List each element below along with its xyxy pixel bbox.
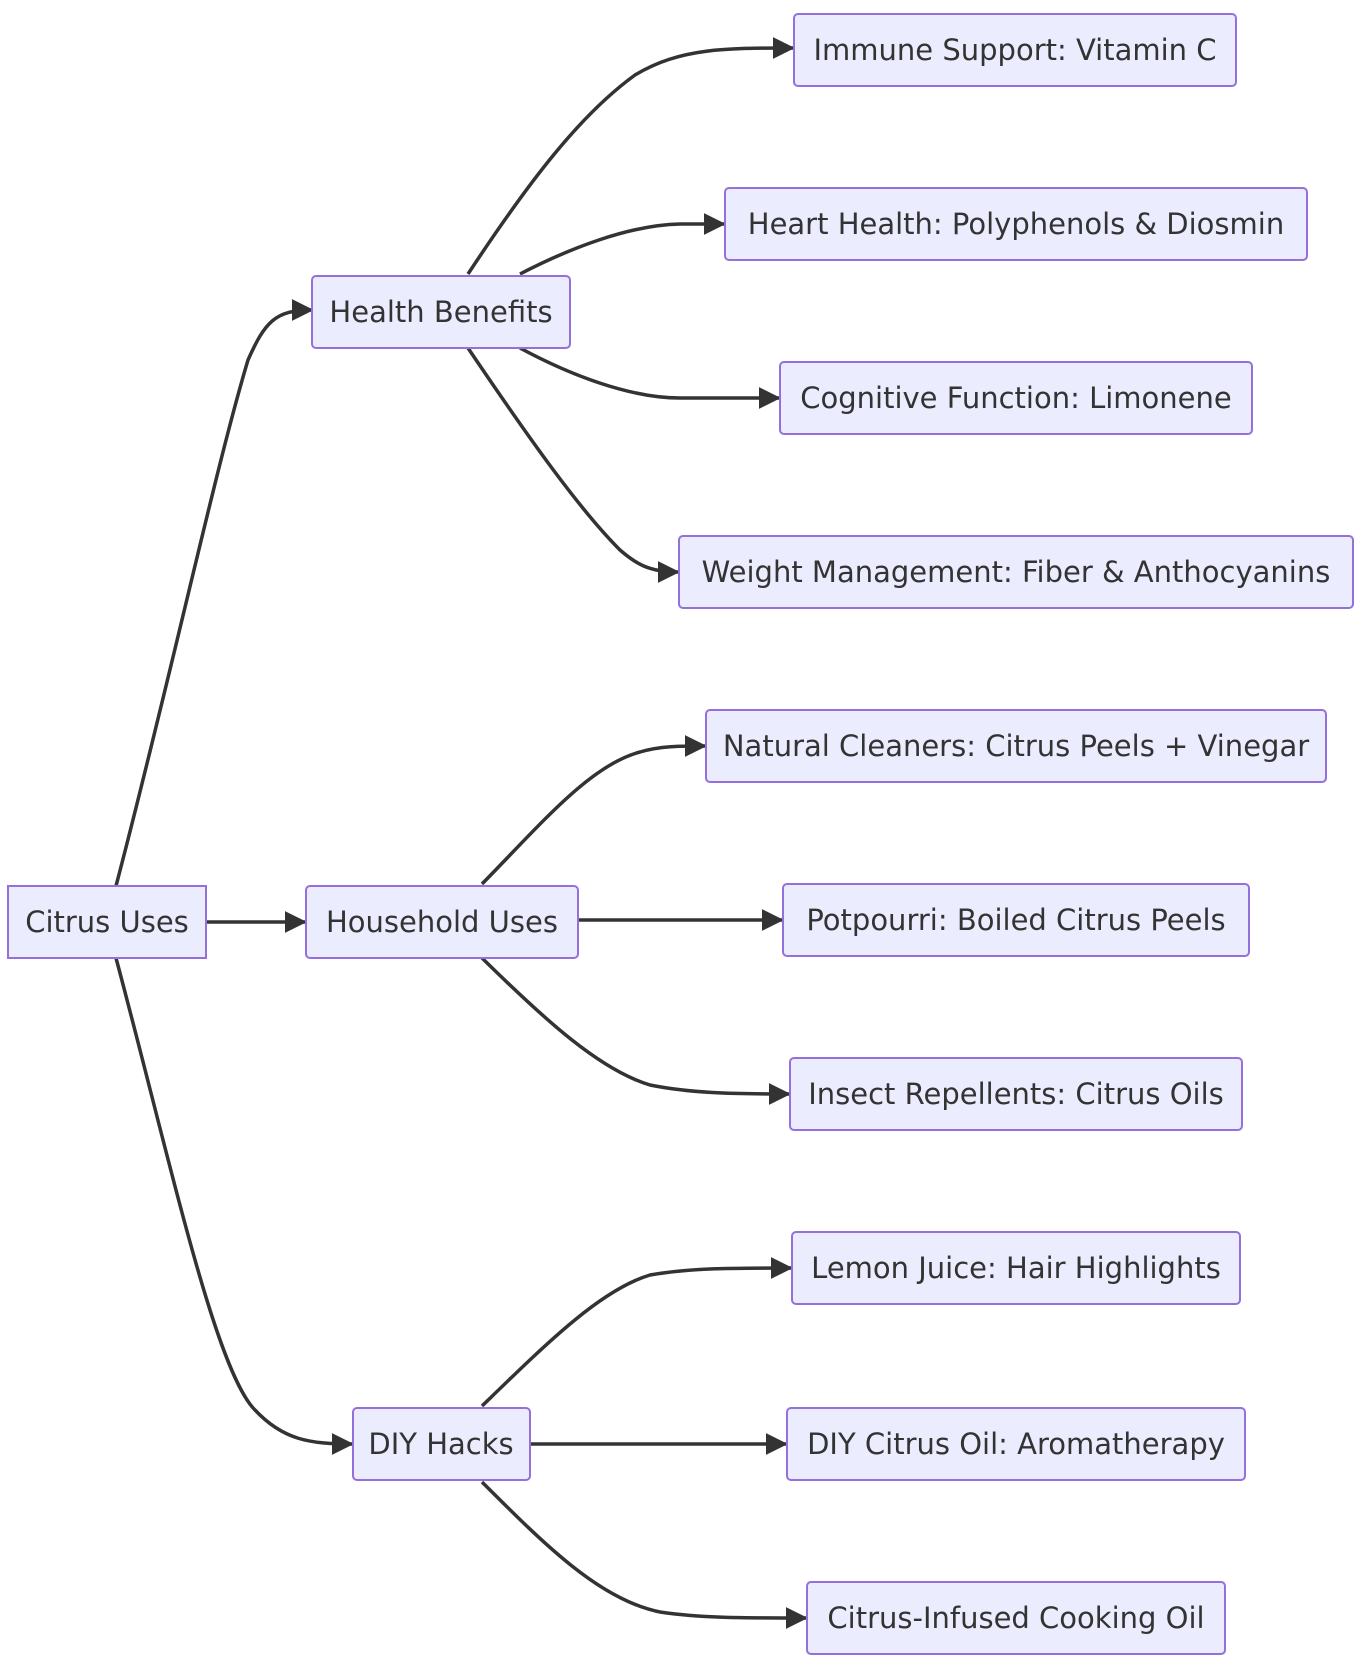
edge-root-diy xyxy=(114,957,354,1455)
node-citrus-infused-cooking-oil: Citrus-Infused Cooking Oil xyxy=(806,1581,1226,1655)
node-natural-cleaners: Natural Cleaners: Citrus Peels + Vinegar xyxy=(705,709,1327,783)
node-lemon-juice: Lemon Juice: Hair Highlights xyxy=(791,1231,1241,1305)
node-box xyxy=(791,1231,1241,1305)
node-label: Citrus Uses xyxy=(25,905,189,939)
node-box xyxy=(782,883,1250,957)
edge-household-insect xyxy=(480,956,791,1105)
node-box xyxy=(793,13,1237,87)
node-label: Insect Repellents: Citrus Oils xyxy=(808,1077,1224,1111)
node-citrus-uses: Citrus Uses xyxy=(7,885,207,959)
edge-health-cognitive xyxy=(519,346,781,409)
node-box xyxy=(678,535,1354,609)
node-label: Cognitive Function: Limonene xyxy=(800,381,1231,415)
node-weight-management: Weight Management: Fiber & Anthocyanins xyxy=(678,535,1354,609)
node-diy-hacks: DIY Hacks xyxy=(352,1407,531,1481)
edge-health-weight xyxy=(466,347,680,583)
nodes: Citrus Uses Health Benefits Household Us… xyxy=(7,13,1354,1655)
edge-household-cleaners xyxy=(480,735,707,886)
node-label: Immune Support: Vitamin C xyxy=(813,33,1216,67)
edge-health-immune xyxy=(466,37,795,275)
edges xyxy=(114,37,808,1629)
node-health-benefits: Health Benefits xyxy=(311,275,571,349)
node-label: Weight Management: Fiber & Anthocyanins xyxy=(702,555,1331,589)
node-box xyxy=(806,1581,1226,1655)
node-box xyxy=(779,361,1253,435)
node-box xyxy=(7,885,207,959)
node-label: Household Uses xyxy=(326,905,558,939)
edge-health-heart xyxy=(519,213,726,276)
node-cognitive-function: Cognitive Function: Limonene xyxy=(779,361,1253,435)
node-box xyxy=(724,187,1308,261)
node-label: DIY Citrus Oil: Aromatherapy xyxy=(807,1427,1225,1461)
node-potpourri: Potpourri: Boiled Citrus Peels xyxy=(782,883,1250,957)
node-label: Health Benefits xyxy=(329,295,552,329)
node-label: Potpourri: Boiled Citrus Peels xyxy=(806,903,1225,937)
edge-root-health xyxy=(114,299,314,887)
node-label: Natural Cleaners: Citrus Peels + Vinegar xyxy=(723,729,1309,763)
node-insect-repellents: Insect Repellents: Citrus Oils xyxy=(789,1057,1243,1131)
node-box xyxy=(789,1057,1243,1131)
node-diy-citrus-oil: DIY Citrus Oil: Aromatherapy xyxy=(786,1407,1246,1481)
node-immune-support: Immune Support: Vitamin C xyxy=(793,13,1237,87)
node-box xyxy=(705,709,1327,783)
node-label: Lemon Juice: Hair Highlights xyxy=(811,1251,1221,1285)
edge-diy-cooking xyxy=(480,1480,808,1629)
node-box xyxy=(305,885,579,959)
edge-diy-lemon xyxy=(480,1257,793,1408)
node-label: Heart Health: Polyphenols & Diosmin xyxy=(748,207,1284,241)
node-box xyxy=(352,1407,531,1481)
node-household-uses: Household Uses xyxy=(305,885,579,959)
node-label: DIY Hacks xyxy=(368,1427,513,1461)
node-label: Citrus-Infused Cooking Oil xyxy=(827,1601,1204,1635)
node-heart-health: Heart Health: Polyphenols & Diosmin xyxy=(724,187,1308,261)
node-box xyxy=(786,1407,1246,1481)
node-box xyxy=(311,275,571,349)
